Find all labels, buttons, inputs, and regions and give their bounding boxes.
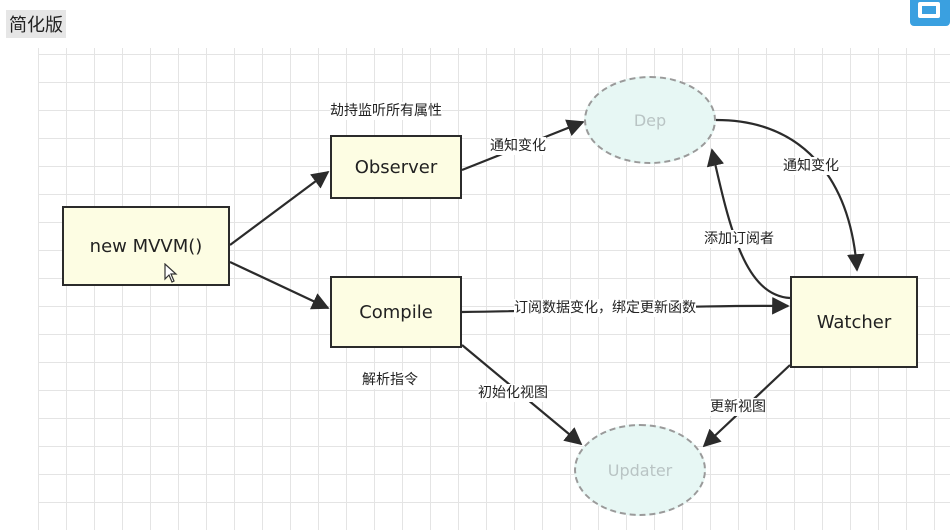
- mvvm-node: new MVVM(): [62, 206, 230, 286]
- dep-node-label: Dep: [633, 110, 667, 130]
- label-compile-to-watcher: 订阅数据变化，绑定更新函数: [514, 299, 696, 317]
- observer-caption: 劫持监听所有属性: [330, 102, 442, 120]
- title-bar: 简化版: [0, 0, 950, 44]
- dep-node: Dep: [584, 76, 716, 164]
- arrow-mvvm-observer: [229, 170, 330, 246]
- watcher-node-label: Watcher: [816, 311, 892, 333]
- observer-node-label: Observer: [354, 156, 438, 178]
- arrow-watcher-dep: [706, 148, 791, 300]
- logo-icon: [910, 0, 950, 26]
- arrow-mvvm-compile: [229, 261, 330, 310]
- page-title: 简化版: [6, 10, 66, 38]
- observer-node: Observer: [330, 135, 462, 199]
- label-watcher-to-updater: 更新视图: [710, 398, 766, 416]
- compile-node-label: Compile: [359, 301, 433, 323]
- compile-node: Compile: [330, 276, 462, 348]
- label-compile-to-updater: 初始化视图: [478, 384, 548, 402]
- updater-node: Updater: [574, 424, 706, 516]
- label-observer-to-dep: 通知变化: [490, 137, 546, 155]
- updater-node-label: Updater: [607, 460, 673, 480]
- label-dep-to-watcher: 通知变化: [783, 157, 839, 175]
- label-watcher-to-dep: 添加订阅者: [704, 230, 774, 248]
- compile-caption: 解析指令: [362, 371, 418, 389]
- cursor-icon: [164, 263, 178, 283]
- watcher-node: Watcher: [790, 276, 918, 368]
- mvvm-node-label: new MVVM(): [89, 235, 203, 257]
